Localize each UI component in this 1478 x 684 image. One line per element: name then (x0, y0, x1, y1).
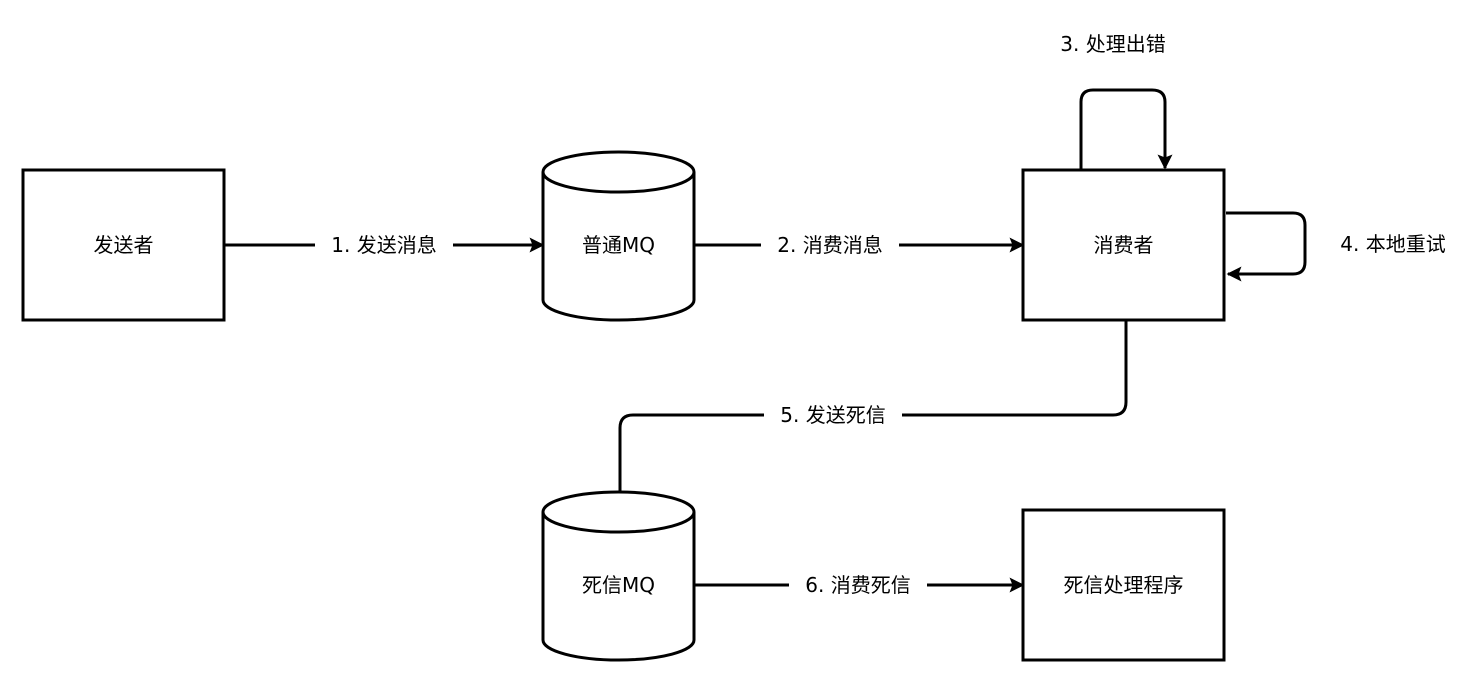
node-consumer-label: 消费者 (1094, 233, 1154, 257)
node-dead-letter-mq-rim (541, 511, 696, 534)
edge-label-consume-dead-letter: 6. 消费死信 (805, 573, 910, 597)
node-normal-mq (541, 150, 696, 322)
edge-label-consume-message: 2. 消费消息 (777, 233, 882, 257)
edge-label-bg-send-message (315, 229, 453, 261)
edge-local-retry-loop (1226, 211, 1307, 282)
edge-label-send-message: 1. 发送消息 (331, 233, 436, 257)
node-sender-label: 发送者 (94, 233, 154, 257)
node-dead-letter-handler (1021, 508, 1226, 662)
edge-label-bg-send-dead-letter (764, 399, 902, 431)
node-normal-mq-rim (541, 171, 696, 194)
edge-label-local-retry: 4. 本地重试 (1340, 232, 1445, 256)
node-dead-letter-mq (541, 490, 696, 662)
node-dead-letter-handler-label: 死信处理程序 (1064, 573, 1184, 597)
node-sender (21, 168, 226, 322)
edge-label-processing-error: 3. 处理出错 (1060, 32, 1165, 56)
node-normal-mq-label: 普通MQ (582, 233, 655, 257)
node-dead-letter-mq-label: 死信MQ (582, 573, 655, 597)
edge-label-bg-consume-dead-letter (789, 569, 927, 601)
edge-label-bg-consume-message (761, 229, 899, 261)
edge-processing-error-loop (1079, 88, 1173, 170)
node-consumer (1021, 168, 1226, 322)
edge-label-send-dead-letter: 5. 发送死信 (780, 403, 885, 427)
